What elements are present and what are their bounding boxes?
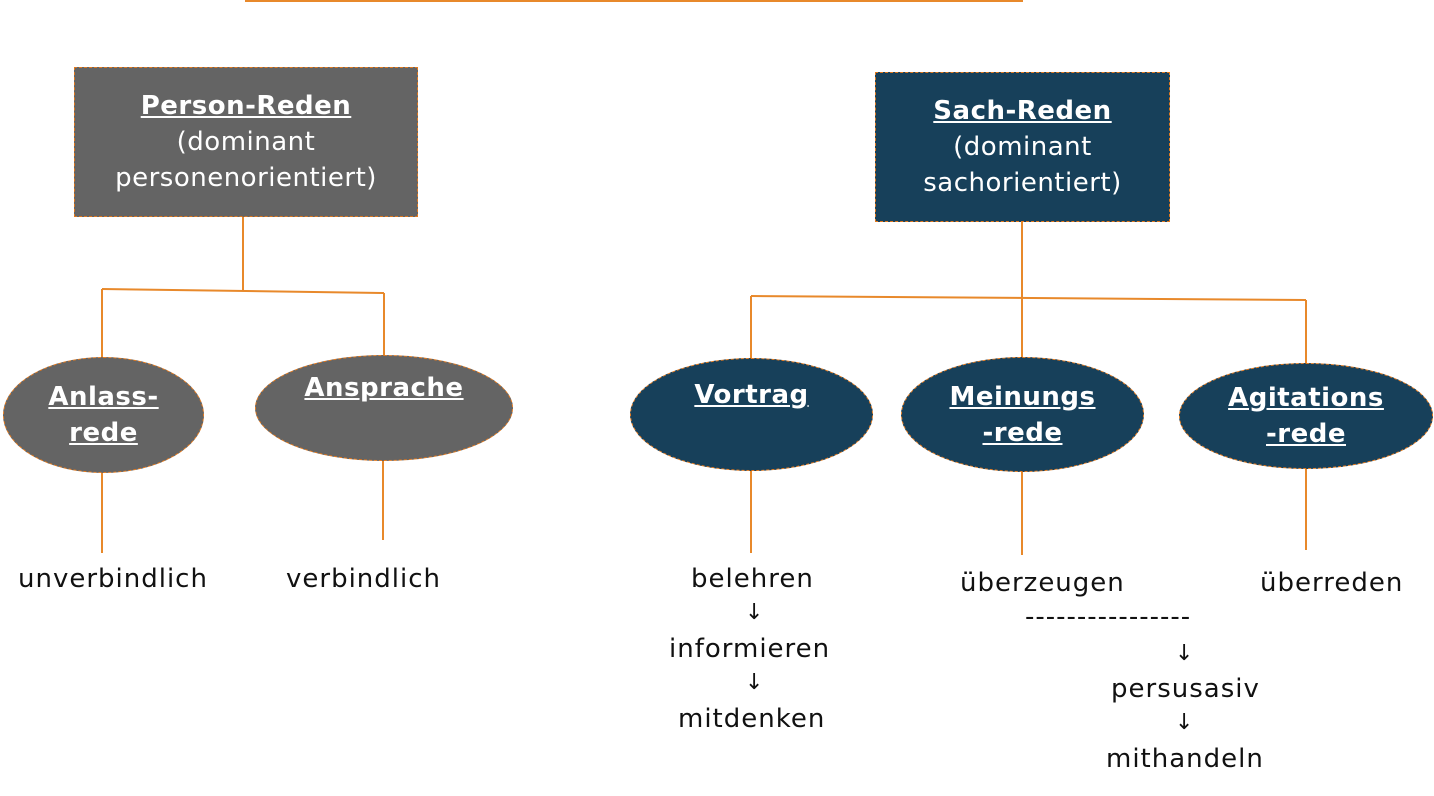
label-belehren: belehren bbox=[691, 564, 814, 594]
sach-reden-subtitle: (dominant sachorientiert) bbox=[923, 132, 1122, 198]
anlassrede-ellipse: Anlass- rede bbox=[3, 357, 204, 473]
dashed-separator: ---------------- bbox=[1025, 602, 1192, 632]
sach-reden-title: Sach-Reden bbox=[933, 96, 1112, 126]
label-ueberzeugen: überzeugen bbox=[960, 568, 1125, 598]
arrow-down-icon: ↓ bbox=[1175, 641, 1194, 666]
arrow-down-icon: ↓ bbox=[745, 600, 764, 625]
label-ueberreden: überreden bbox=[1260, 568, 1404, 598]
label-unverbindlich: unverbindlich bbox=[18, 564, 208, 594]
person-reden-box: Person-Reden (dominant personenorientier… bbox=[74, 67, 418, 217]
label-verbindlich: verbindlich bbox=[286, 564, 442, 594]
arrow-down-icon: ↓ bbox=[745, 670, 764, 695]
label-informieren: informieren bbox=[669, 634, 831, 664]
label-mithandeln: mithandeln bbox=[1106, 744, 1264, 774]
label-persuasiv: persusasiv bbox=[1111, 674, 1260, 704]
arrow-down-icon: ↓ bbox=[1175, 710, 1194, 735]
ansprache-ellipse: Ansprache bbox=[255, 355, 513, 461]
person-reden-title: Person-Reden bbox=[140, 91, 352, 121]
vortrag-ellipse: Vortrag bbox=[630, 358, 873, 471]
label-mitdenken: mitdenken bbox=[678, 704, 826, 734]
sach-reden-box: Sach-Reden (dominant sachorientiert) bbox=[875, 72, 1170, 222]
person-reden-subtitle: (dominant personenorientiert) bbox=[115, 127, 377, 193]
top-divider-line bbox=[245, 0, 1023, 2]
meinungsrede-ellipse: Meinungs -rede bbox=[901, 357, 1144, 472]
agitationsrede-ellipse: Agitations -rede bbox=[1179, 363, 1433, 469]
